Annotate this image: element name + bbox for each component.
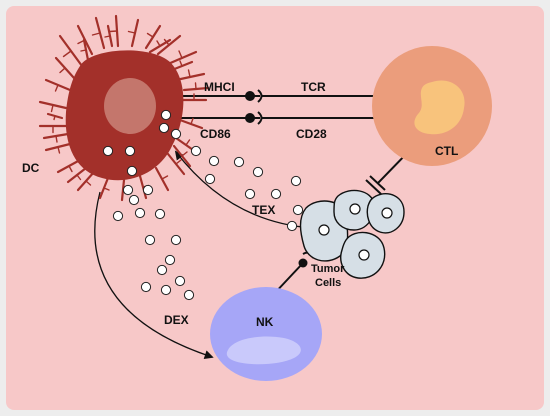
exosome-vesicle — [174, 275, 186, 287]
dex-arrow — [94, 191, 214, 360]
exosome-vesicle — [126, 165, 138, 177]
exosome-vesicle — [290, 175, 302, 187]
exosome-vesicle — [160, 284, 172, 296]
tumor-cells — [299, 189, 405, 279]
ctl-nucleus — [414, 80, 465, 135]
exosome-vesicle — [208, 155, 220, 167]
exosome-vesicle — [160, 109, 172, 121]
tumor-label-line2: Cells — [315, 277, 341, 289]
ctl-label: CTL — [435, 144, 458, 158]
mhci-label: MHCI — [204, 80, 235, 94]
dc-label: DC — [22, 161, 40, 175]
exosome-vesicle — [183, 289, 195, 301]
tumor-label-line1: Tumor — [311, 263, 345, 275]
dendritic-cell — [38, 14, 210, 202]
ctl-cell — [372, 46, 492, 166]
exosome-vesicle — [142, 184, 154, 196]
exosome-vesicle — [170, 128, 182, 140]
tcr-label: TCR — [301, 80, 326, 94]
dc-dendrites — [38, 14, 210, 202]
exosome-vesicle — [134, 207, 146, 219]
nk-cell — [210, 287, 322, 381]
exosome-vesicle — [122, 184, 134, 196]
exosome-vesicle — [144, 234, 156, 246]
exosome-vesicle — [286, 220, 298, 232]
nk-nucleus — [226, 336, 301, 365]
exosome-vesicle — [292, 204, 304, 216]
exosome-vesicle — [140, 281, 152, 293]
cd86-cd28-connection — [178, 111, 392, 125]
exosome-vesicle — [102, 145, 114, 157]
exosome-vesicle — [154, 208, 166, 220]
exosome-vesicle — [158, 122, 170, 134]
exosome-vesicle — [270, 188, 282, 200]
dc-nucleus — [104, 78, 156, 134]
exosome-vesicle — [156, 264, 168, 276]
dex-label: DEX — [164, 313, 189, 327]
exosome-vesicle — [204, 173, 216, 185]
exosome-vesicle — [170, 234, 182, 246]
exosome-vesicle — [128, 194, 140, 206]
exosome-vesicle — [112, 210, 124, 222]
nk-body — [210, 287, 322, 381]
nk-label: NK — [256, 315, 274, 329]
exosome-vesicles — [102, 109, 304, 301]
cd86-label: CD86 — [200, 127, 231, 141]
tex-label: TEX — [252, 203, 275, 217]
exosome-vesicle — [124, 145, 136, 157]
exosome-vesicle — [190, 145, 202, 157]
exosome-vesicle — [244, 188, 256, 200]
cd28-label: CD28 — [296, 127, 327, 141]
exosome-vesicle — [233, 156, 245, 168]
exosome-vesicle — [164, 254, 176, 266]
exosome-vesicle — [252, 166, 264, 178]
